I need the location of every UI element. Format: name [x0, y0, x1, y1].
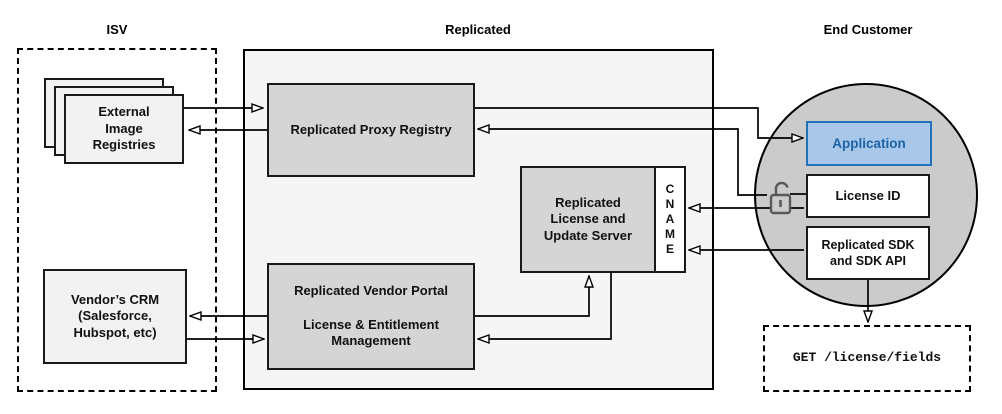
replicated-sdk-node: Replicated SDK and SDK API — [806, 226, 930, 280]
arrow-proxy-to-application — [475, 107, 803, 138]
arrow-license-to-proxy — [478, 129, 767, 196]
replicated-proxy-registry-node: Replicated Proxy Registry — [267, 83, 475, 177]
section-title-end-customer: End Customer — [823, 22, 913, 37]
application-node: Application — [806, 121, 932, 166]
cname-node: C N A M E — [654, 166, 686, 273]
isv-boundary — [17, 48, 217, 392]
replicated-license-update-server-node: Replicated License and Update Server — [520, 166, 656, 273]
replicated-vendor-portal-node: Replicated Vendor Portal License & Entit… — [267, 263, 475, 370]
unlocked-padlock-icon — [769, 181, 792, 215]
license-id-node: License ID — [806, 174, 930, 218]
section-title-isv: ISV — [106, 22, 128, 37]
get-license-fields-node: GET /license/fields — [763, 325, 971, 392]
vendor-crm-node: Vendor’s CRM (Salesforce, Hubspot, etc) — [43, 269, 187, 364]
section-title-replicated: Replicated — [445, 22, 511, 37]
arrow-portal-to-license-server — [475, 276, 589, 317]
arrow-license-server-to-portal — [478, 273, 612, 339]
external-image-registries-node: External Image Registries — [64, 94, 184, 164]
